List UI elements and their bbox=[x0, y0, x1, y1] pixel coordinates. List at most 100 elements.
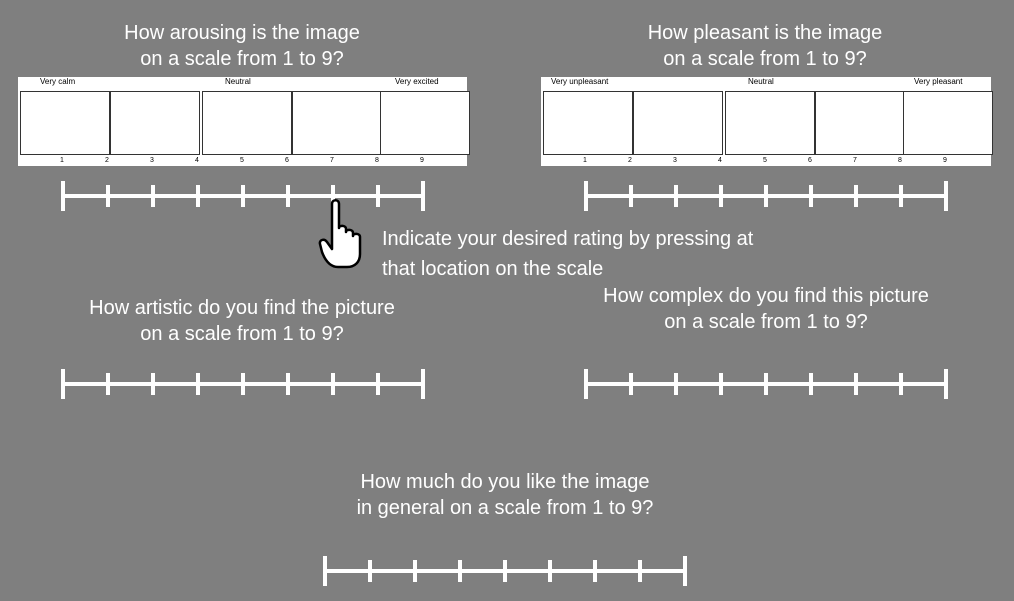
sam-arousal-anchor-high: Very excited bbox=[395, 77, 439, 86]
scale-tick-2[interactable] bbox=[106, 373, 110, 395]
scale-tick-4[interactable] bbox=[719, 185, 723, 207]
scale-tick-9[interactable] bbox=[421, 181, 425, 211]
rating-scale-artistic[interactable] bbox=[61, 369, 425, 399]
scale-tick-6[interactable] bbox=[809, 185, 813, 207]
scale-tick-7[interactable] bbox=[854, 373, 858, 395]
sam-arousal-num: 8 bbox=[375, 157, 379, 164]
scale-tick-1[interactable] bbox=[584, 181, 588, 211]
scale-tick-1[interactable] bbox=[584, 369, 588, 399]
sam-arousal-num: 4 bbox=[195, 157, 199, 164]
scale-tick-8[interactable] bbox=[638, 560, 642, 582]
sam-valence-num: 5 bbox=[763, 157, 767, 164]
scale-tick-6[interactable] bbox=[809, 373, 813, 395]
sam-valence-num: 7 bbox=[853, 157, 857, 164]
rating-scale-valence[interactable] bbox=[584, 181, 948, 211]
sam-arousal-panel-3 bbox=[110, 91, 200, 155]
scale-tick-8[interactable] bbox=[899, 185, 903, 207]
scale-tick-8[interactable] bbox=[376, 373, 380, 395]
scale-tick-9[interactable] bbox=[944, 369, 948, 399]
question-arousal-line1: How arousing is the image bbox=[124, 22, 360, 44]
scale-tick-6[interactable] bbox=[548, 560, 552, 582]
question-valence: How pleasant is the image on a scale fro… bbox=[615, 20, 915, 72]
question-complexity: How complex do you find this picture on … bbox=[576, 283, 956, 335]
rating-instruction: Indicate your desired rating by pressing… bbox=[382, 224, 753, 284]
scale-tick-3[interactable] bbox=[151, 373, 155, 395]
rating-instruction-line1: Indicate your desired rating by pressing… bbox=[382, 228, 754, 250]
scale-tick-4[interactable] bbox=[458, 560, 462, 582]
scale-tick-6[interactable] bbox=[286, 185, 290, 207]
scale-tick-9[interactable] bbox=[944, 181, 948, 211]
question-artistic-line2: on a scale from 1 to 9? bbox=[140, 323, 344, 345]
question-valence-line1: How pleasant is the image bbox=[647, 22, 883, 44]
question-liking: How much do you like the image in genera… bbox=[320, 469, 690, 521]
scale-tick-5[interactable] bbox=[503, 560, 507, 582]
scale-tick-7[interactable] bbox=[331, 373, 335, 395]
scale-tick-9[interactable] bbox=[421, 369, 425, 399]
sam-valence-num: 4 bbox=[718, 157, 722, 164]
pointing-hand-icon bbox=[318, 199, 362, 269]
sam-arousal-panel-5 bbox=[202, 91, 292, 155]
rating-scale-complexity[interactable] bbox=[584, 369, 948, 399]
sam-arousal-panel-1 bbox=[20, 91, 110, 155]
scale-tick-8[interactable] bbox=[899, 373, 903, 395]
scale-tick-3[interactable] bbox=[413, 560, 417, 582]
sam-valence-num: 3 bbox=[673, 157, 677, 164]
scale-tick-1[interactable] bbox=[61, 181, 65, 211]
sam-valence-panel-7 bbox=[815, 91, 905, 155]
scale-tick-8[interactable] bbox=[376, 185, 380, 207]
sam-valence-anchor-low: Very unpleasant bbox=[551, 77, 609, 86]
scale-tick-4[interactable] bbox=[719, 373, 723, 395]
sam-arousal-anchor-mid: Neutral bbox=[225, 77, 251, 86]
sam-arousal-num: 7 bbox=[330, 157, 334, 164]
scale-tick-2[interactable] bbox=[106, 185, 110, 207]
question-valence-line2: on a scale from 1 to 9? bbox=[663, 48, 867, 70]
sam-arousal-panel-9 bbox=[380, 91, 470, 155]
rating-instruction-line2: that location on the scale bbox=[382, 258, 604, 280]
question-liking-line1: How much do you like the image bbox=[360, 471, 650, 493]
sam-arousal-num: 2 bbox=[105, 157, 109, 164]
sam-valence-panel-3 bbox=[633, 91, 723, 155]
question-artistic-line1: How artistic do you find the picture bbox=[89, 297, 395, 319]
question-arousal-line2: on a scale from 1 to 9? bbox=[140, 48, 344, 70]
scale-tick-3[interactable] bbox=[674, 373, 678, 395]
scale-tick-5[interactable] bbox=[241, 373, 245, 395]
scale-tick-6[interactable] bbox=[286, 373, 290, 395]
scale-tick-1[interactable] bbox=[61, 369, 65, 399]
sam-valence-num: 1 bbox=[583, 157, 587, 164]
sam-valence-anchor-high: Very pleasant bbox=[914, 77, 963, 86]
sam-valence-num: 2 bbox=[628, 157, 632, 164]
sam-valence-figure: Very unpleasant Neutral Very pleasant 1 … bbox=[541, 77, 993, 166]
question-artistic: How artistic do you find the picture on … bbox=[62, 295, 422, 347]
scale-tick-4[interactable] bbox=[196, 373, 200, 395]
scale-tick-7[interactable] bbox=[331, 185, 335, 207]
scale-tick-2[interactable] bbox=[629, 373, 633, 395]
scale-tick-7[interactable] bbox=[593, 560, 597, 582]
scale-tick-5[interactable] bbox=[241, 185, 245, 207]
scale-tick-5[interactable] bbox=[764, 185, 768, 207]
sam-arousal-num: 5 bbox=[240, 157, 244, 164]
question-arousal: How arousing is the image on a scale fro… bbox=[92, 20, 392, 72]
sam-valence-num: 8 bbox=[898, 157, 902, 164]
scale-tick-9[interactable] bbox=[683, 556, 687, 586]
scale-tick-2[interactable] bbox=[629, 185, 633, 207]
sam-arousal-num: 6 bbox=[285, 157, 289, 164]
sam-valence-anchor-mid: Neutral bbox=[748, 77, 774, 86]
sam-arousal-anchor-low: Very calm bbox=[40, 77, 76, 86]
question-liking-line2: in general on a scale from 1 to 9? bbox=[356, 497, 654, 519]
scale-tick-7[interactable] bbox=[854, 185, 858, 207]
scale-tick-2[interactable] bbox=[368, 560, 372, 582]
scale-tick-3[interactable] bbox=[151, 185, 155, 207]
question-complexity-line1: How complex do you find this picture bbox=[603, 285, 929, 307]
rating-scale-arousal[interactable] bbox=[61, 181, 425, 211]
sam-arousal-figure: Very calm Neutral Very excited 1 2 3 4 5… bbox=[18, 77, 470, 166]
sam-arousal-num: 3 bbox=[150, 157, 154, 164]
scale-tick-4[interactable] bbox=[196, 185, 200, 207]
rating-scale-liking[interactable] bbox=[323, 556, 687, 586]
sam-valence-num: 6 bbox=[808, 157, 812, 164]
scale-tick-5[interactable] bbox=[764, 373, 768, 395]
scale-tick-1[interactable] bbox=[323, 556, 327, 586]
sam-valence-panel-9 bbox=[903, 91, 993, 155]
sam-arousal-panel-7 bbox=[292, 91, 382, 155]
scale-tick-3[interactable] bbox=[674, 185, 678, 207]
question-complexity-line2: on a scale from 1 to 9? bbox=[664, 311, 868, 333]
